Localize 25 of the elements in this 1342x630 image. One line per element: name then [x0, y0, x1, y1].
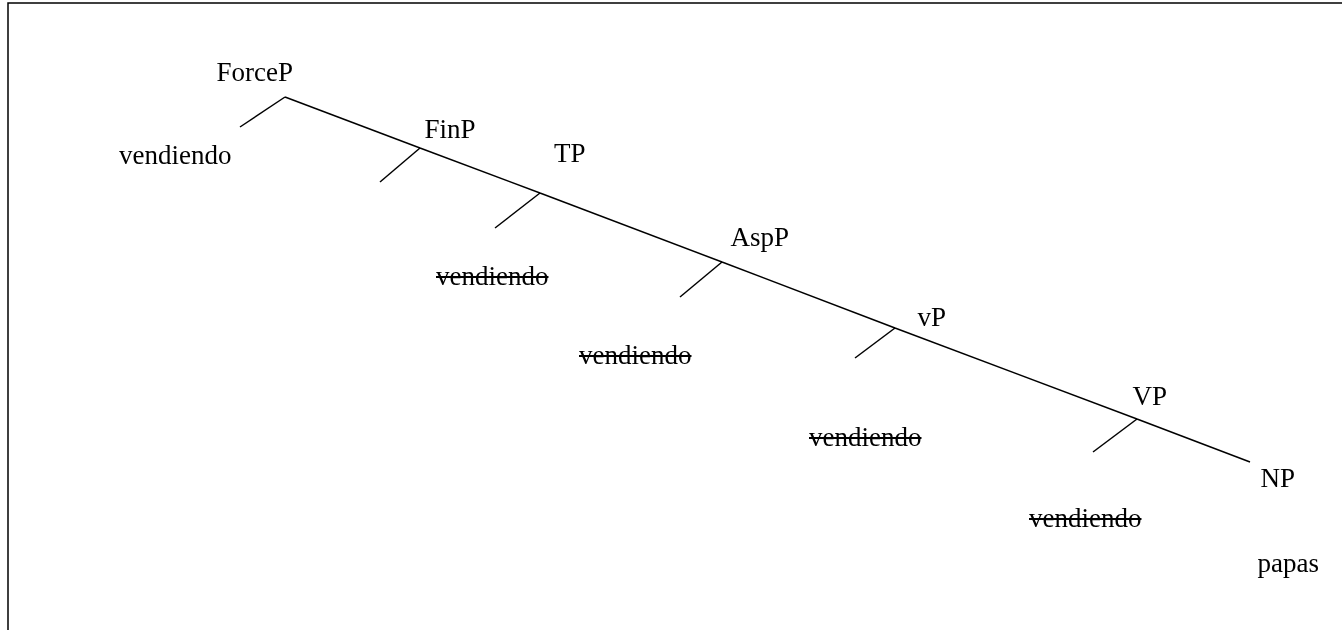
- phrase-label: VP: [1132, 381, 1167, 419]
- tree-branch: [1092, 418, 1138, 453]
- tree-branch: [494, 192, 541, 229]
- phrase-label: TP: [540, 138, 586, 193]
- phrase-label: vP: [895, 302, 947, 332]
- phrase-label: NP: [1250, 463, 1295, 493]
- struck-word-label: vendiendo: [809, 422, 922, 452]
- tree-branch: [239, 96, 286, 128]
- word-label: papas: [1257, 548, 1319, 578]
- tree-branch: [721, 261, 896, 329]
- tree-branch: [679, 261, 723, 298]
- tree-branch: [284, 96, 421, 149]
- struck-word-label: vendiendo: [579, 340, 692, 370]
- word-label: vendiendo: [119, 140, 232, 170]
- tree-branch: [1136, 418, 1251, 463]
- phrase-label: ForceP: [216, 57, 293, 97]
- phrase-label: AspP: [722, 222, 790, 262]
- phrase-label: FinP: [420, 114, 476, 148]
- struck-word-label: vendiendo: [1029, 503, 1142, 533]
- tree-branch: [854, 327, 896, 359]
- tree-branch: [539, 192, 723, 263]
- tree-branch: [419, 147, 541, 194]
- tree-branch: [894, 327, 1138, 420]
- tree-branch: [379, 147, 421, 183]
- struck-word-label: vendiendo: [436, 261, 549, 291]
